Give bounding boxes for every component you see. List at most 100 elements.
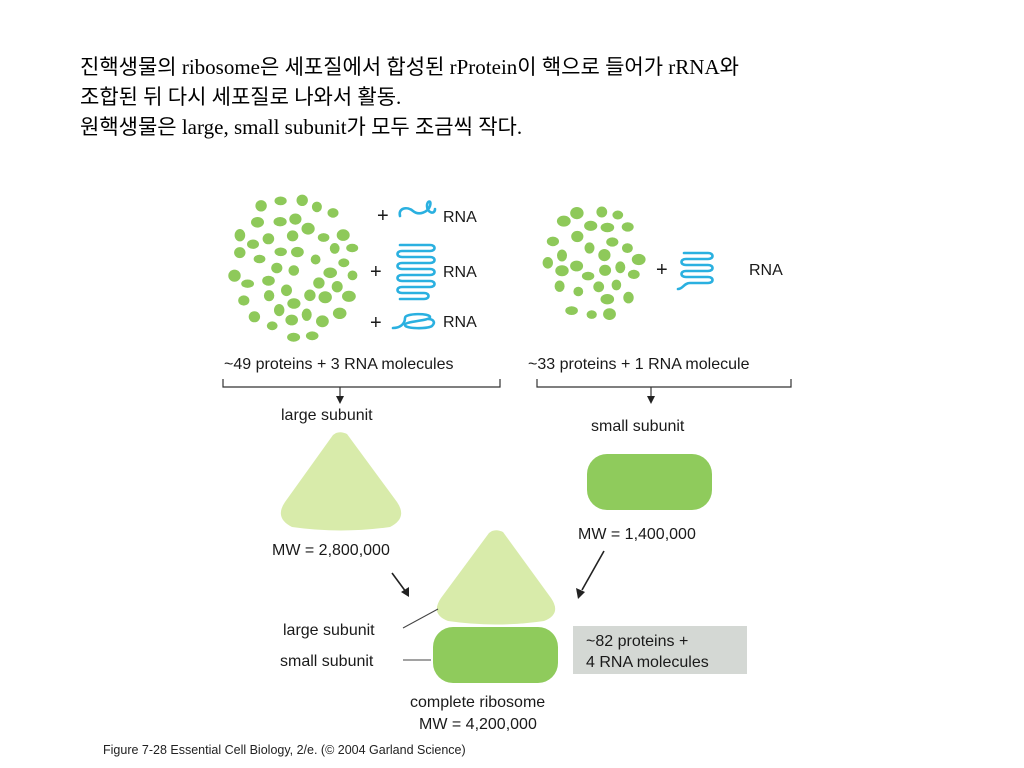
- protein-dot: [546, 236, 560, 247]
- summary-line-2: 4 RNA molecules: [586, 654, 709, 671]
- protein-dot: [554, 280, 565, 292]
- protein-dot: [606, 237, 619, 247]
- protein-dot: [542, 257, 553, 269]
- large-group-bracket: [222, 379, 501, 388]
- protein-dot: [274, 304, 285, 317]
- protein-dot: [301, 222, 315, 235]
- large-subunit-title: large subunit: [281, 407, 373, 424]
- protein-dot: [556, 215, 571, 227]
- protein-dot: [288, 265, 300, 276]
- protein-dot: [286, 230, 299, 242]
- protein-dot: [291, 246, 304, 258]
- protein-dot: [318, 291, 332, 304]
- protein-dot: [251, 217, 264, 228]
- protein-dot: [581, 271, 595, 281]
- protein-dot: [301, 308, 312, 321]
- intro-line-3: 원핵생물은 large, small subunit가 모두 조금씩 작다.: [80, 115, 523, 139]
- rna-label: RNA: [749, 262, 783, 279]
- arrowhead-icon: [401, 587, 409, 597]
- summary-line-1: ~82 proteins +: [586, 633, 688, 650]
- protein-dot: [266, 321, 278, 331]
- protein-dot: [584, 242, 595, 254]
- complete-ribosome-mw: MW = 4,200,000: [419, 716, 537, 733]
- protein-dot: [316, 315, 329, 328]
- protein-dot: [273, 217, 287, 227]
- rna-strand-icon: [398, 200, 437, 218]
- rna-label: RNA: [443, 264, 477, 281]
- protein-dot: [255, 200, 267, 212]
- rna-label: RNA: [443, 209, 477, 226]
- summary-box: [573, 626, 747, 674]
- protein-dot: [248, 311, 261, 323]
- protein-dot: [555, 265, 569, 277]
- protein-dot: [586, 310, 597, 319]
- protein-dot: [310, 254, 321, 265]
- protein-dot: [228, 269, 241, 282]
- protein-dot: [565, 306, 578, 315]
- protein-dot: [631, 253, 646, 266]
- protein-dot: [281, 284, 292, 297]
- intro-text: 진핵생물의 ribosome은 세포질에서 합성된 rProtein이 핵으로 …: [80, 52, 960, 142]
- protein-dot: [346, 243, 359, 253]
- rna-label: RNA: [443, 314, 477, 331]
- arrow-icon: [391, 572, 407, 593]
- arrowhead-icon: [576, 588, 585, 599]
- large-subunit-shape: [280, 432, 402, 531]
- protein-dot: [331, 281, 343, 293]
- plus-sign: +: [370, 261, 382, 283]
- large-group-label: ~49 proteins + 3 RNA molecules: [224, 356, 453, 373]
- protein-dot: [338, 258, 350, 268]
- intro-line-2: 조합된 뒤 다시 세포질로 나와서 활동.: [80, 85, 402, 109]
- complete-small-subunit-shape: [433, 627, 558, 683]
- complete-ribosome-title: complete ribosome: [410, 694, 545, 711]
- protein-dot: [615, 261, 626, 274]
- protein-dot: [287, 298, 301, 309]
- protein-dot: [571, 230, 584, 243]
- arrow-down-icon: [336, 396, 344, 404]
- protein-dot: [263, 290, 275, 302]
- protein-dot: [611, 279, 622, 291]
- protein-dot: [327, 208, 339, 218]
- protein-dot: [622, 243, 633, 254]
- plus-sign: +: [656, 259, 668, 281]
- protein-dot: [329, 243, 340, 254]
- protein-dot: [593, 281, 605, 293]
- protein-dot: [332, 307, 347, 319]
- protein-dot: [289, 213, 302, 225]
- complete-large-subunit-label: large subunit: [283, 622, 375, 639]
- protein-dot: [287, 332, 301, 342]
- plus-sign: +: [370, 312, 382, 334]
- protein-dot: [596, 206, 608, 218]
- small-group-label: ~33 proteins + 1 RNA molecule: [528, 356, 750, 373]
- complete-small-subunit-label: small subunit: [280, 653, 374, 670]
- protein-dot: [621, 222, 634, 232]
- protein-dot: [274, 196, 287, 206]
- protein-dot: [262, 233, 275, 245]
- protein-dot: [573, 286, 584, 297]
- rna-strand-icon: [391, 312, 436, 330]
- protein-dot: [234, 247, 246, 259]
- protein-dot: [342, 290, 356, 302]
- protein-dot: [271, 262, 283, 274]
- rna-strand-icon: [676, 251, 714, 291]
- protein-dot: [336, 229, 350, 241]
- plus-sign: +: [377, 205, 389, 227]
- group-brackets: [222, 379, 792, 398]
- label-leader-lines: [402, 608, 439, 661]
- protein-dot: [323, 267, 338, 279]
- rna-strands: [391, 200, 714, 330]
- small-subunit-title: small subunit: [591, 418, 685, 435]
- protein-dot: [296, 194, 308, 206]
- small-subunit-protein-cluster: [542, 206, 646, 320]
- protein-dot: [285, 314, 299, 326]
- rna-strand-icon: [396, 243, 436, 301]
- protein-dot: [274, 247, 287, 257]
- protein-dot: [623, 291, 634, 304]
- complete-large-subunit-shape: [436, 530, 556, 625]
- arrow-icon: [581, 550, 605, 591]
- large-subunit-mw: MW = 2,800,000: [272, 542, 390, 559]
- protein-dot: [311, 201, 322, 213]
- protein-dot: [570, 260, 584, 272]
- protein-dot: [599, 264, 612, 276]
